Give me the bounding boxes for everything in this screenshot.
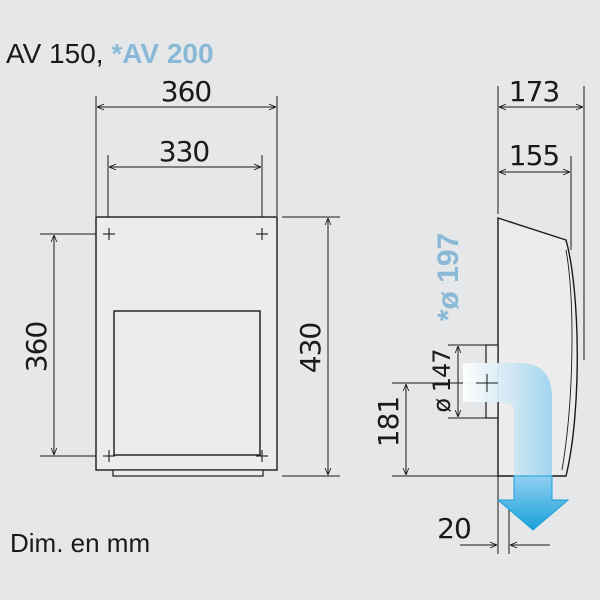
label-360-height: 360 (20, 322, 53, 372)
label-430-height: 430 (294, 323, 327, 373)
front-view (40, 96, 340, 477)
front-panel (113, 310, 261, 456)
label-147-diameter: ø 147 (428, 349, 456, 412)
side-view (392, 86, 585, 554)
label-181-height: 181 (372, 397, 405, 447)
airflow-duct (463, 363, 552, 476)
mounting-hole-top-right (256, 228, 268, 240)
airflow-arrow (496, 475, 570, 531)
model-title-accent: *AV 200 (111, 38, 214, 69)
duct-center-mark (476, 374, 498, 392)
model-title-prefix: AV 150, (6, 38, 112, 69)
front-base (112, 469, 264, 477)
label-173-depth: 173 (509, 75, 559, 108)
units-note: Dim. en mm (10, 528, 151, 558)
label-20-offset: 20 (437, 512, 471, 545)
side-housing-contour (561, 249, 573, 471)
mounting-hole-bottom-left (103, 450, 115, 462)
label-155-depth: 155 (509, 139, 559, 172)
mounting-hole-bottom-right (256, 450, 268, 462)
label-197-diameter: *ø 197 (432, 233, 465, 321)
mounting-hole-top-left (103, 228, 115, 240)
model-title: AV 150, *AV 200 (6, 38, 214, 70)
label-360-width: 360 (161, 75, 211, 108)
label-330-width: 330 (159, 135, 209, 168)
